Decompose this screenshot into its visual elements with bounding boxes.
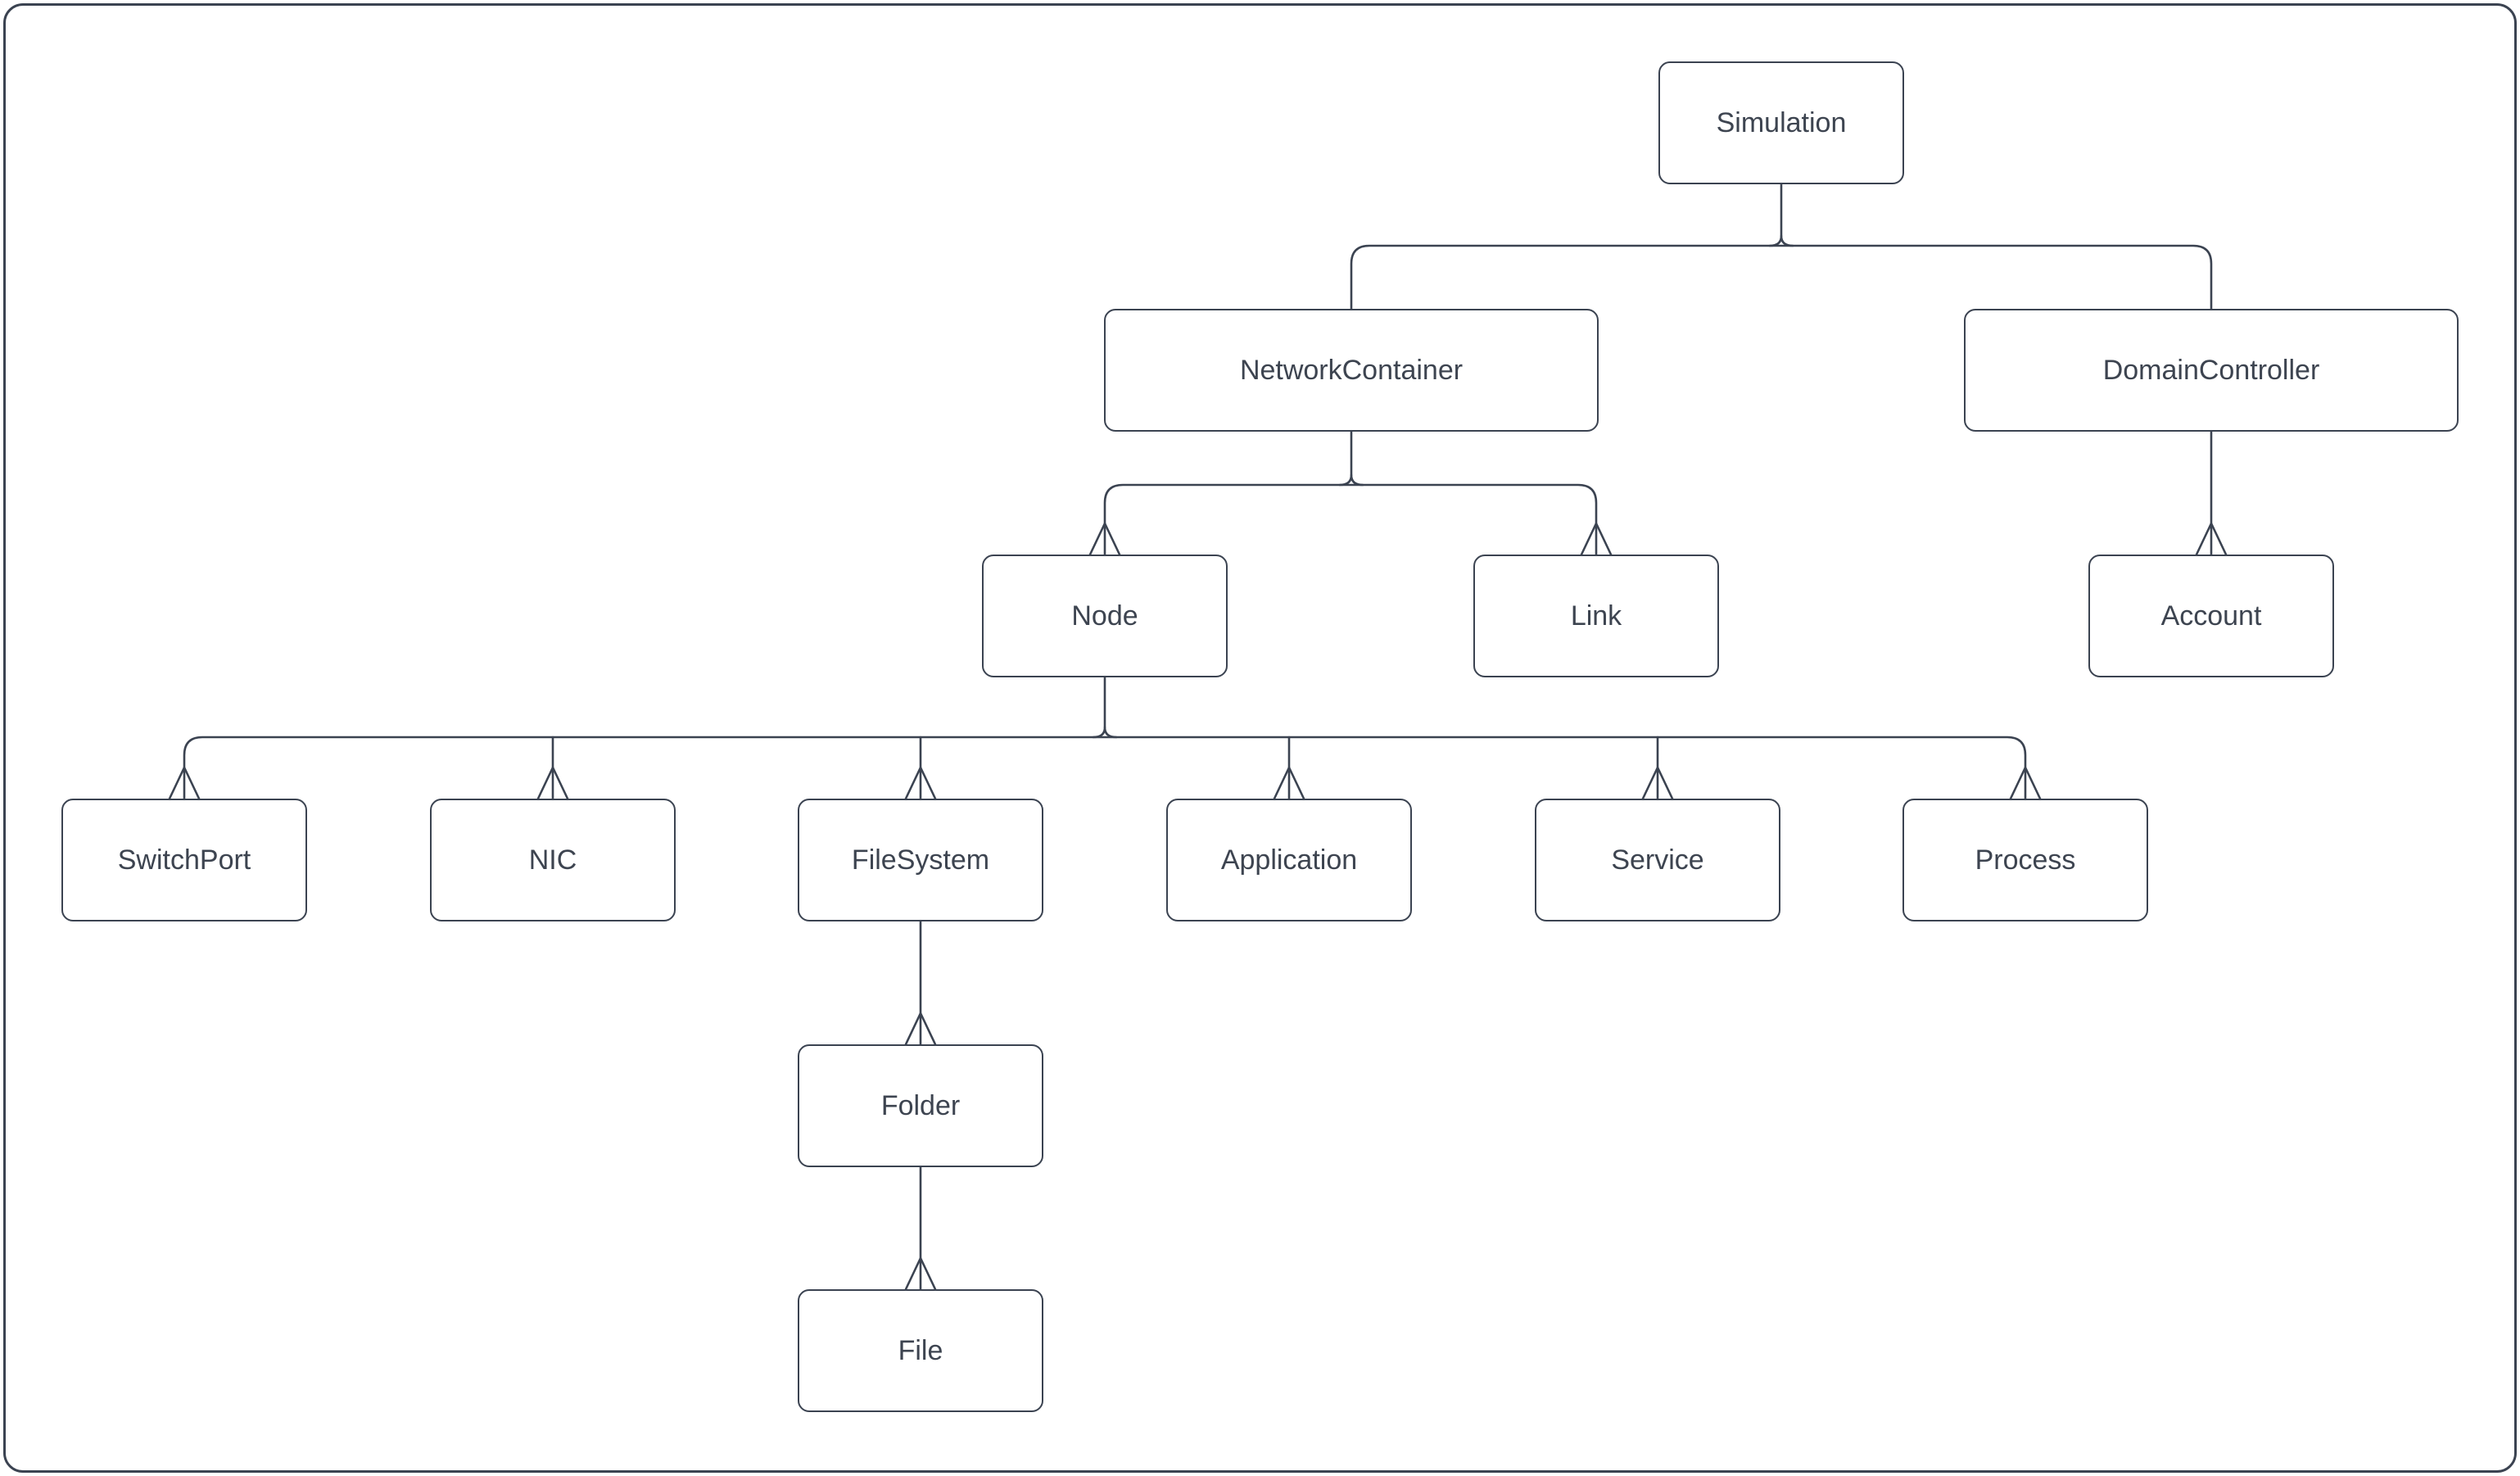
connector-simulation-junction-fillet <box>1768 234 1794 247</box>
arrowhead-application-icon <box>1273 766 1305 800</box>
node-box-process: Process <box>1902 799 2148 921</box>
node-label: FileSystem <box>851 844 990 876</box>
connector-simulation-children-bar <box>1350 244 2213 310</box>
node-box-node: Node <box>982 555 1228 677</box>
node-box-folder: Folder <box>798 1044 1043 1167</box>
node-box-link: Link <box>1473 555 1719 677</box>
arrowhead-service-icon <box>1641 766 1674 800</box>
node-label: Account <box>2160 600 2262 632</box>
node-box-application: Application <box>1166 799 1412 921</box>
arrowhead-process-icon <box>2009 766 2042 800</box>
node-label: Folder <box>880 1089 961 1121</box>
node-box-service: Service <box>1535 799 1780 921</box>
connector-networkcontainer-children-bar <box>1103 483 1598 556</box>
node-box-filesystem: FileSystem <box>798 799 1043 921</box>
node-label: DomainController <box>2102 354 2320 386</box>
connector-node-junction-fillet <box>1092 726 1118 739</box>
node-label: Simulation <box>1716 106 1847 138</box>
node-label: NetworkContainer <box>1239 354 1464 386</box>
node-label: Process <box>1975 844 2076 876</box>
arrowhead-node-icon <box>1088 522 1121 556</box>
arrowhead-filesystem-icon <box>904 766 937 800</box>
node-box-nic: NIC <box>430 799 676 921</box>
arrowhead-account-icon <box>2195 522 2228 556</box>
connector-node-children-bar <box>183 736 2027 800</box>
node-label: NIC <box>528 844 577 876</box>
arrowhead-file-icon <box>904 1256 937 1291</box>
node-box-file: File <box>798 1289 1043 1412</box>
arrowhead-folder-icon <box>904 1012 937 1046</box>
node-label: Service <box>1611 844 1704 876</box>
node-label: SwitchPort <box>117 844 251 876</box>
node-label: Link <box>1570 600 1622 632</box>
node-box-networkcontainer: NetworkContainer <box>1104 309 1599 432</box>
node-label: Application <box>1220 844 1358 876</box>
node-label: File <box>898 1334 943 1366</box>
arrowhead-switchport-icon <box>168 766 201 800</box>
node-label: Node <box>1071 600 1138 632</box>
arrowhead-nic-icon <box>536 766 569 800</box>
node-box-account: Account <box>2088 555 2334 677</box>
arrowhead-link-icon <box>1580 522 1613 556</box>
connector-networkcontainer-junction-fillet <box>1338 473 1364 487</box>
node-box-switchport: SwitchPort <box>61 799 307 921</box>
node-box-simulation: Simulation <box>1658 61 1904 184</box>
node-box-domaincontroller: DomainController <box>1964 309 2459 432</box>
